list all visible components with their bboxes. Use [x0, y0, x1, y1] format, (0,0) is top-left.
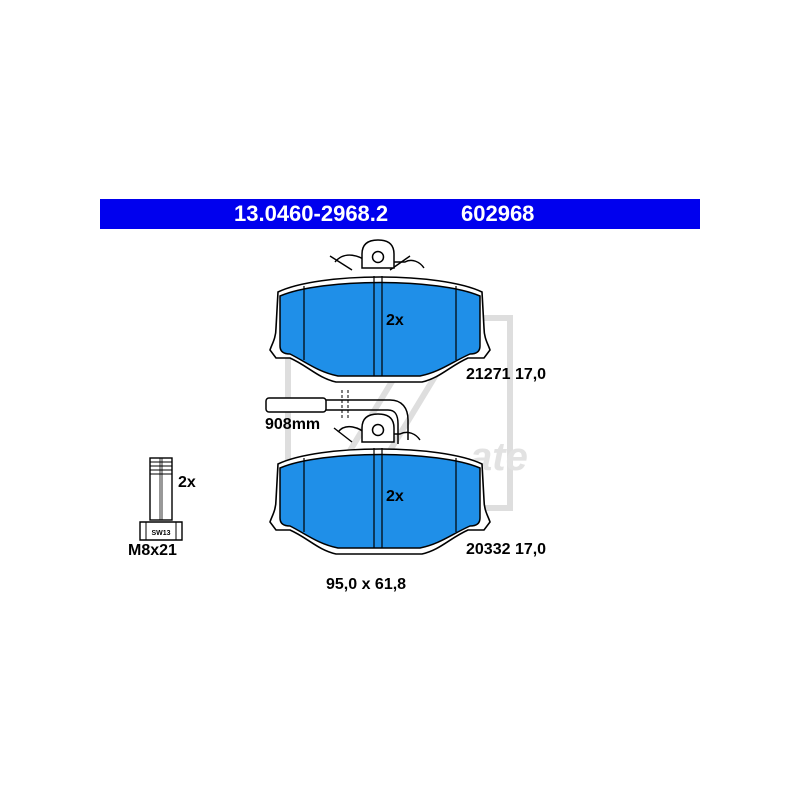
bottom-pad-quantity: 2x [386, 488, 404, 505]
header-bar: 13.0460-2968.2 602968 [100, 199, 700, 229]
bottom-pad-code: 20332 17,0 [466, 541, 547, 558]
wear-sensor-wire [265, 390, 409, 444]
reference-number: 602968 [461, 201, 535, 226]
sensor-length: 908mm [265, 416, 321, 433]
bolt-quantity: 2x [178, 474, 196, 491]
bolt: SW13 [139, 457, 183, 541]
pad-dimensions: 95,0 x 61,8 [326, 576, 407, 593]
top-pad-code: 21271 17,0 [466, 366, 547, 383]
top-pad-quantity: 2x [386, 312, 404, 329]
bolt-size: M8x21 [128, 542, 177, 559]
top-brake-pad [269, 239, 491, 383]
wrench-size-label: SW13 [151, 530, 170, 537]
part-number: 13.0460-2968.2 [234, 201, 389, 226]
bottom-brake-pad [269, 413, 491, 555]
